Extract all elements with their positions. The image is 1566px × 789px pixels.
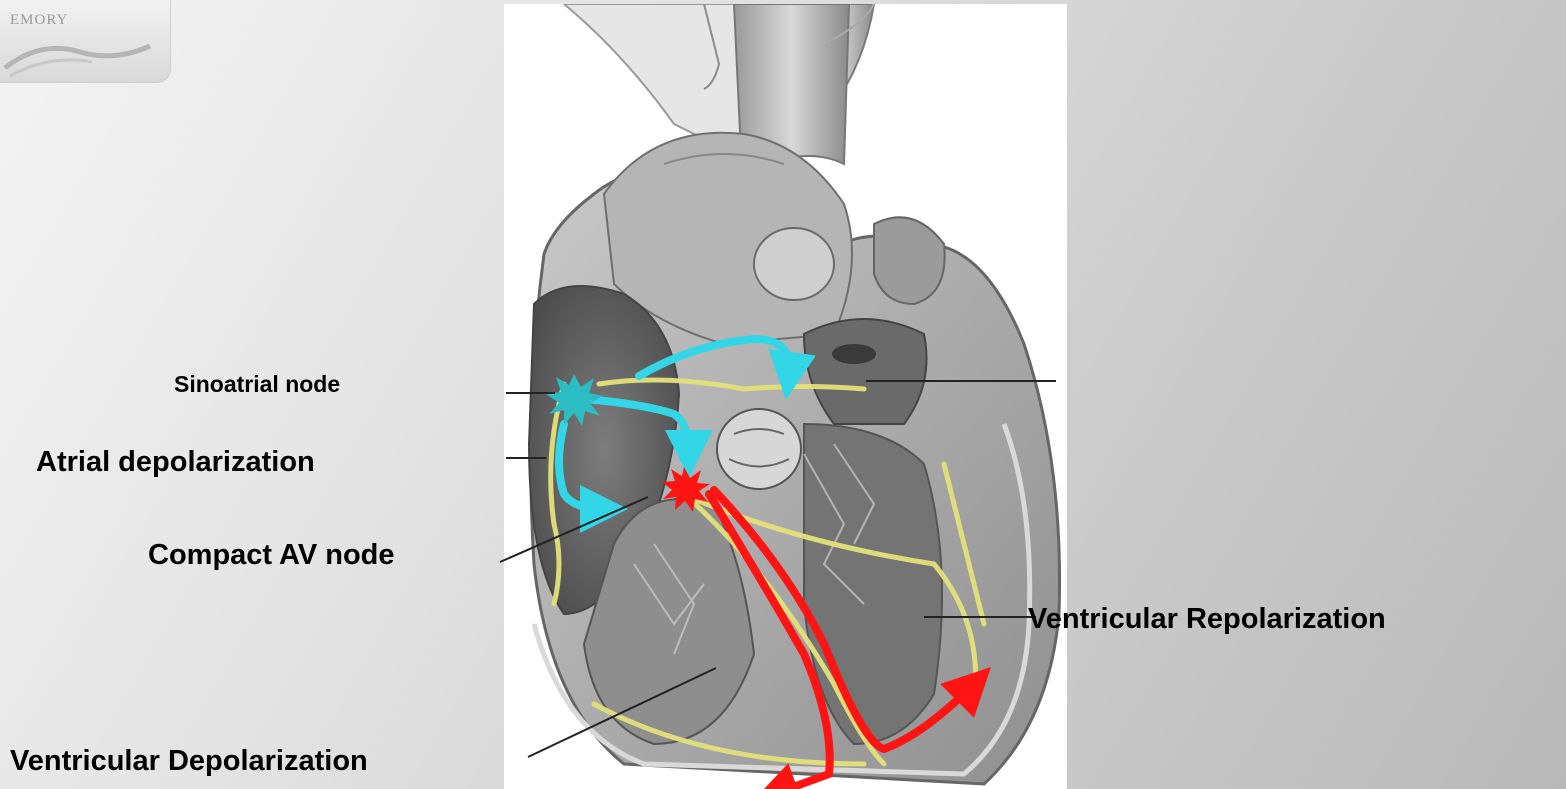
logo-swoosh: [0, 0, 170, 82]
emory-logo: EMORY: [0, 0, 171, 83]
label-ventricular-repolarization: Ventricular Repolarization: [1028, 603, 1386, 636]
label-ventricular-depolarization: Ventricular Depolarization: [10, 745, 368, 778]
label-compact-av-node: Compact AV node: [148, 539, 395, 572]
label-sinoatrial-node: Sinoatrial node: [174, 371, 340, 398]
heart-cross-section-illustration: [504, 4, 1067, 789]
label-atrial-depolarization: Atrial depolarization: [36, 446, 315, 479]
